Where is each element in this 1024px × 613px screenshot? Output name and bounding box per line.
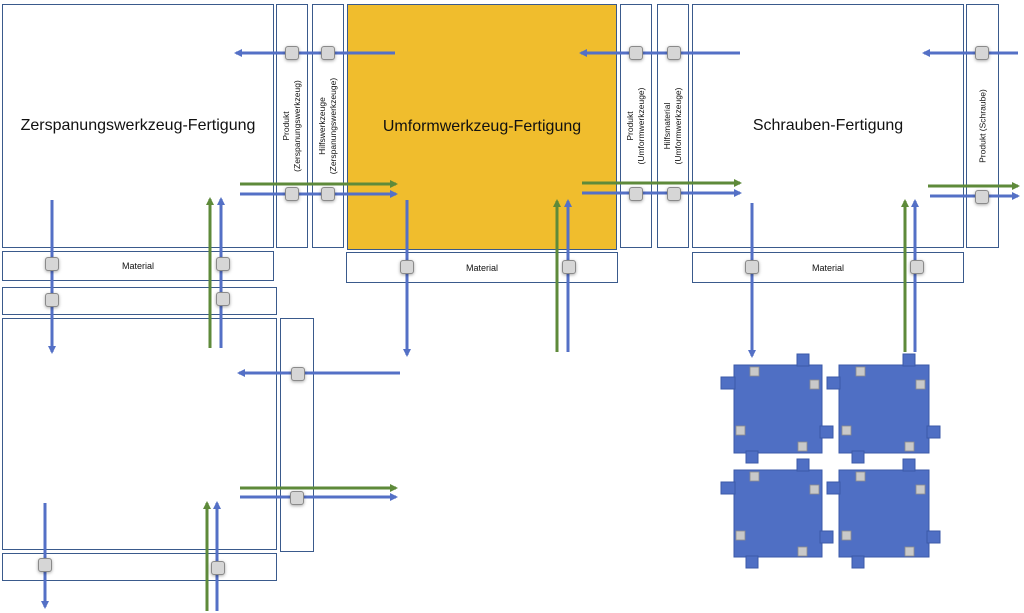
connector-node[interactable] xyxy=(285,187,299,201)
module-4 xyxy=(826,458,941,569)
umform-produkt-strip: Produkt (Umformwerkzeuge) xyxy=(620,4,652,248)
zerspanung-section: Zerspanungswerkzeug-Fertigung xyxy=(2,4,274,248)
connector-node[interactable] xyxy=(285,46,299,60)
connector-node[interactable] xyxy=(400,260,414,274)
connector-node[interactable] xyxy=(216,257,230,271)
schrauben-material-label: Material xyxy=(811,262,844,273)
connector-node[interactable] xyxy=(45,293,59,307)
connector-node[interactable] xyxy=(38,558,52,572)
lower-side-strip xyxy=(280,318,314,552)
connector-node[interactable] xyxy=(745,260,759,274)
connector-node[interactable] xyxy=(211,561,225,575)
module-1 xyxy=(720,353,834,464)
umform-section: Umformwerkzeug-Fertigung xyxy=(347,4,617,250)
zerspanung-hilfs-strip: Hilfswerkzeuge (Zerspanungswerkzeuge) xyxy=(312,4,344,248)
connector-node[interactable] xyxy=(910,260,924,274)
connector-node[interactable] xyxy=(321,187,335,201)
connector-node[interactable] xyxy=(667,187,681,201)
connector-node[interactable] xyxy=(975,190,989,204)
zerspanung-produkt-strip: Produkt (Zerspanungswerkzeug) xyxy=(276,4,308,248)
zerspanung-material-label: Material xyxy=(121,261,154,271)
connector-node[interactable] xyxy=(629,187,643,201)
module-2 xyxy=(826,353,941,464)
schrauben-title: Schrauben-Fertigung xyxy=(752,117,904,134)
umform-title: Umformwerkzeug-Fertigung xyxy=(382,118,582,135)
connector-node[interactable] xyxy=(321,46,335,60)
connector-node[interactable] xyxy=(45,257,59,271)
connector-node[interactable] xyxy=(290,491,304,505)
connector-node[interactable] xyxy=(975,46,989,60)
connector-node[interactable] xyxy=(291,367,305,381)
umform-material-label: Material xyxy=(465,262,498,273)
module-grid xyxy=(720,353,941,569)
module-ports xyxy=(735,366,926,557)
zerspanung-title: Zerspanungswerkzeug-Fertigung xyxy=(20,117,256,134)
schrauben-section: Schrauben-Fertigung xyxy=(692,4,964,248)
module-3 xyxy=(720,458,834,569)
schrauben-produkt-strip: Produkt (Schraube) xyxy=(966,4,999,248)
connector-node[interactable] xyxy=(629,46,643,60)
connector-node[interactable] xyxy=(667,46,681,60)
lower-section xyxy=(2,318,277,550)
connector-node[interactable] xyxy=(216,292,230,306)
connector-node[interactable] xyxy=(562,260,576,274)
umform-hilfs-strip: Hilfsmaterial (Umformwerkzeuge) xyxy=(657,4,689,248)
